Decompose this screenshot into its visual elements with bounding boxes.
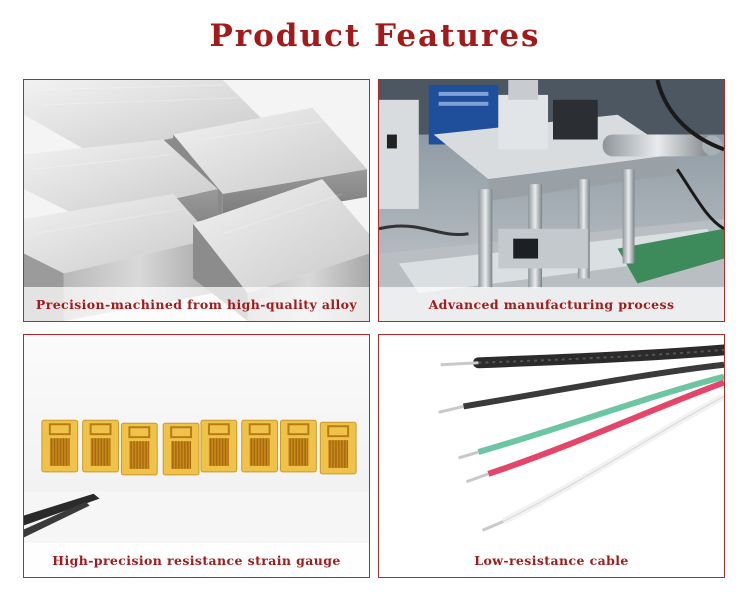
feature-card-manufacturing: Advanced manufacturing process [378, 79, 725, 322]
feature-card-cable: Low-resistance cable [378, 334, 725, 578]
assembly-machine-image [379, 80, 724, 321]
feature-caption: Precision-machined from high-quality all… [24, 287, 369, 321]
cable-wires-image [379, 335, 724, 577]
feature-caption: Low-resistance cable [379, 543, 724, 577]
aluminum-bars-image [24, 80, 369, 321]
feature-caption: Advanced manufacturing process [379, 287, 724, 321]
strain-gauges-image [24, 335, 369, 577]
feature-card-alloy: Precision-machined from high-quality all… [23, 79, 370, 322]
feature-caption: High-precision resistance strain gauge [24, 543, 369, 577]
page-title: Product Features [209, 18, 541, 54]
feature-card-strain-gauge: High-precision resistance strain gauge [23, 334, 370, 578]
